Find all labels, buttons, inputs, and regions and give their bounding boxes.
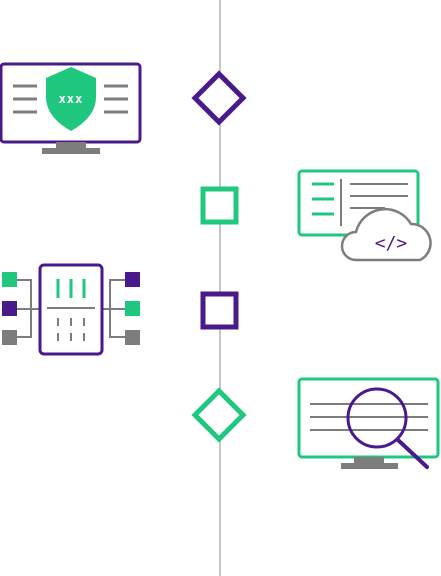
- shield-label: xxx: [59, 92, 84, 106]
- data-network-icon: [2, 263, 140, 356]
- node-square: [2, 330, 17, 345]
- timeline-marker-diamond-2: [191, 387, 247, 443]
- node-square: [125, 330, 140, 345]
- magnifier-icon: [346, 387, 429, 469]
- node-square: [125, 301, 140, 316]
- node-square: [2, 272, 17, 287]
- shield-icon: [46, 67, 96, 131]
- search-monitor-icon: [297, 377, 440, 469]
- node-square: [125, 272, 140, 287]
- timeline-marker-square-1: [200, 186, 239, 225]
- node-square: [2, 301, 17, 316]
- timeline-marker-diamond-1: [191, 70, 247, 126]
- timeline-marker-square-2: [200, 291, 239, 330]
- cloud-icon: [340, 207, 432, 262]
- code-label: </>: [375, 233, 408, 254]
- code-cloud-window-icon: </>: [297, 169, 432, 262]
- shield-monitor-icon: xxx: [0, 62, 142, 154]
